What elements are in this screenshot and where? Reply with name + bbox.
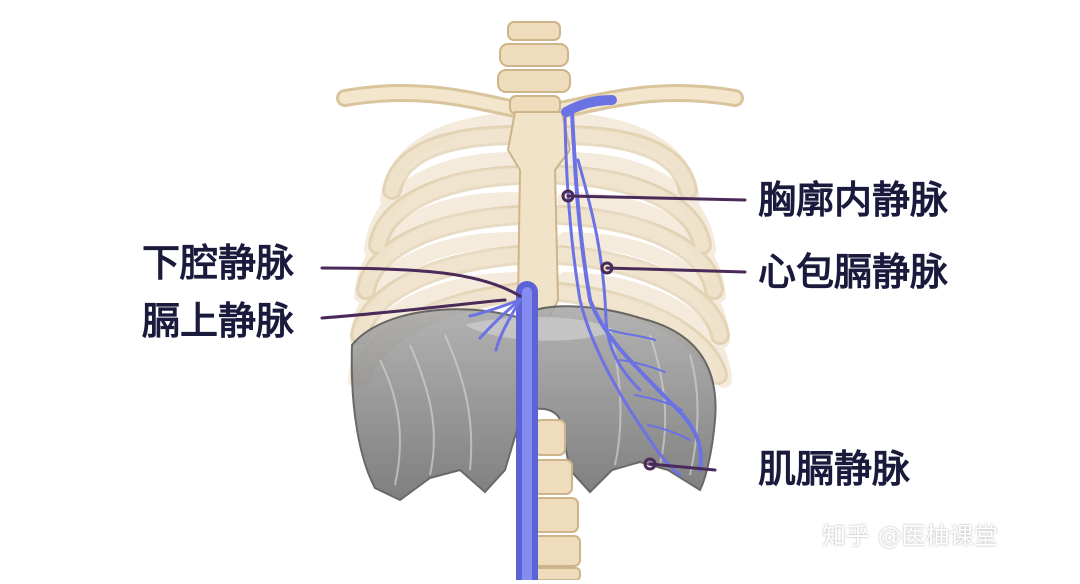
leader-musculophrenic (648, 462, 717, 472)
label-musculophrenic-vein: 肌膈静脉 (758, 447, 911, 491)
leader-internal-thoracic (566, 194, 747, 202)
pericardiacophrenic-vessel (576, 158, 642, 392)
cervical-spine (497, 21, 571, 115)
label-inferior-vena-cava: 下腔静脉 (142, 241, 295, 285)
leader-pericardiacophrenic-marker (600, 261, 614, 275)
leader-superior-phrenic (320, 298, 507, 320)
leader-musculophrenic-marker (643, 457, 657, 471)
internal-thoracic-vessel (570, 110, 703, 472)
watermark: 知乎 @医柚课堂 (822, 522, 998, 550)
label-pericardiacophrenic-vein: 心包膈静脉 (758, 250, 949, 294)
label-internal-thoracic-vein: 胸廓内静脉 (758, 178, 949, 222)
label-superior-phrenic-vein: 膈上静脉 (142, 299, 295, 343)
leader-inferior-vena-cava (320, 266, 522, 298)
leader-internal-thoracic-marker (561, 189, 575, 203)
leader-lines (320, 189, 747, 472)
leader-pericardiacophrenic (605, 266, 747, 274)
